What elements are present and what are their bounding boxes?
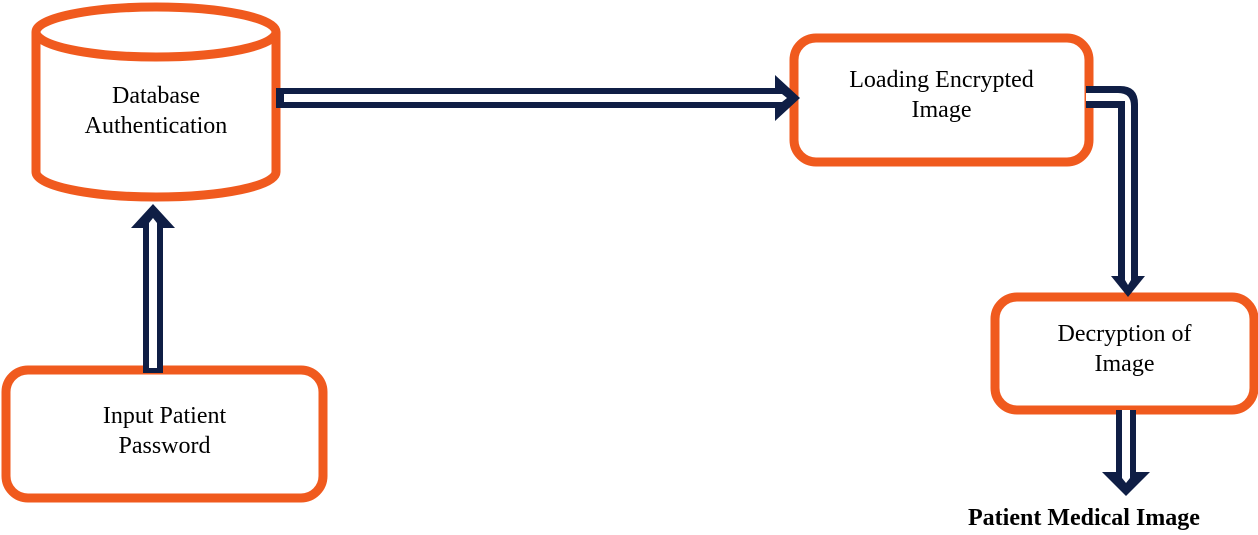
arrow-loading-to-decryption	[1086, 86, 1145, 297]
cylinder-top	[31, 2, 281, 62]
arrow-up-inner	[149, 218, 157, 368]
elbow-arrow-outer	[1086, 86, 1145, 297]
input-password-box	[1, 365, 328, 503]
database-label: Database Authentication	[40, 78, 272, 144]
output-label: Patient Medical Image	[968, 505, 1200, 531]
loading-encrypted-label-line2: Image	[911, 97, 972, 123]
arrow-decryption-to-output	[1102, 410, 1150, 496]
input-password-label: Input Patient Password	[10, 398, 319, 464]
cylinder-body	[31, 32, 281, 202]
arrow-database-to-loading	[276, 75, 800, 121]
loading-encrypted-label: Loading Encrypted Image	[798, 62, 1085, 128]
decryption-label: Decryption of Image	[999, 316, 1250, 382]
arrow-down-inner	[1122, 410, 1130, 483]
input-password-label-line1: Input Patient	[102, 403, 227, 429]
arrow-input-to-database	[131, 204, 175, 373]
loading-encrypted-label-line1: Loading Encrypted	[849, 67, 1034, 93]
database-label-line2: Authentication	[84, 113, 228, 139]
database-label-line1: Database	[112, 83, 200, 109]
elbow-arrow-inner	[1086, 93, 1131, 285]
database-cylinder	[31, 2, 281, 202]
decryption-label-line2: Image	[1094, 351, 1155, 377]
input-password-label-line2: Password	[118, 433, 211, 459]
decryption-label-line1: Decryption of	[1057, 321, 1192, 347]
arrow-right-inner	[284, 94, 787, 102]
